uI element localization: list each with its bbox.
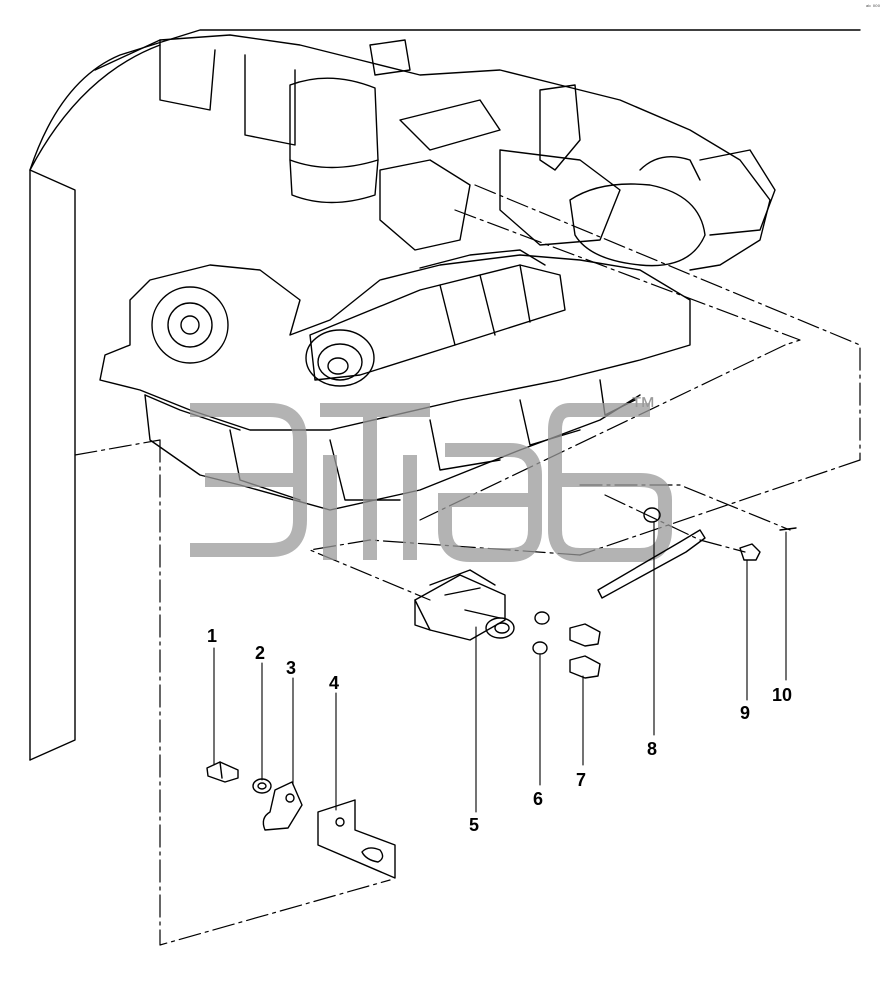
part-7-bolts <box>569 623 601 679</box>
callout-5: 5 <box>469 815 480 835</box>
part-8-nut-rod <box>597 507 706 599</box>
callout-10: 10 <box>772 685 793 705</box>
callout-9: 9 <box>740 703 751 723</box>
callout-1: 1 <box>207 626 218 646</box>
callout-leaders <box>213 521 787 813</box>
watermark-trademark: ™ <box>630 391 656 421</box>
part-9-bolt <box>739 543 761 561</box>
part-4-bracket <box>317 799 396 879</box>
callout-8: 8 <box>647 739 658 759</box>
watermark <box>190 403 672 562</box>
leader-lines <box>74 184 861 946</box>
part-6-washers <box>532 611 550 655</box>
callout-4: 4 <box>329 673 340 693</box>
part-10-pin <box>779 527 797 531</box>
part-3-clip <box>262 781 303 831</box>
callout-6: 6 <box>533 789 544 809</box>
corner-mark: ᵃᵇ ⁰⁰⁰ <box>865 4 880 11</box>
callout-7: 7 <box>576 770 587 790</box>
engine-block <box>29 29 861 761</box>
callout-3: 3 <box>286 658 297 678</box>
part-5-starter-bracket <box>414 569 515 641</box>
part-2-washer <box>252 778 272 794</box>
callout-2: 2 <box>255 643 266 663</box>
part-1-bolt <box>206 761 239 783</box>
